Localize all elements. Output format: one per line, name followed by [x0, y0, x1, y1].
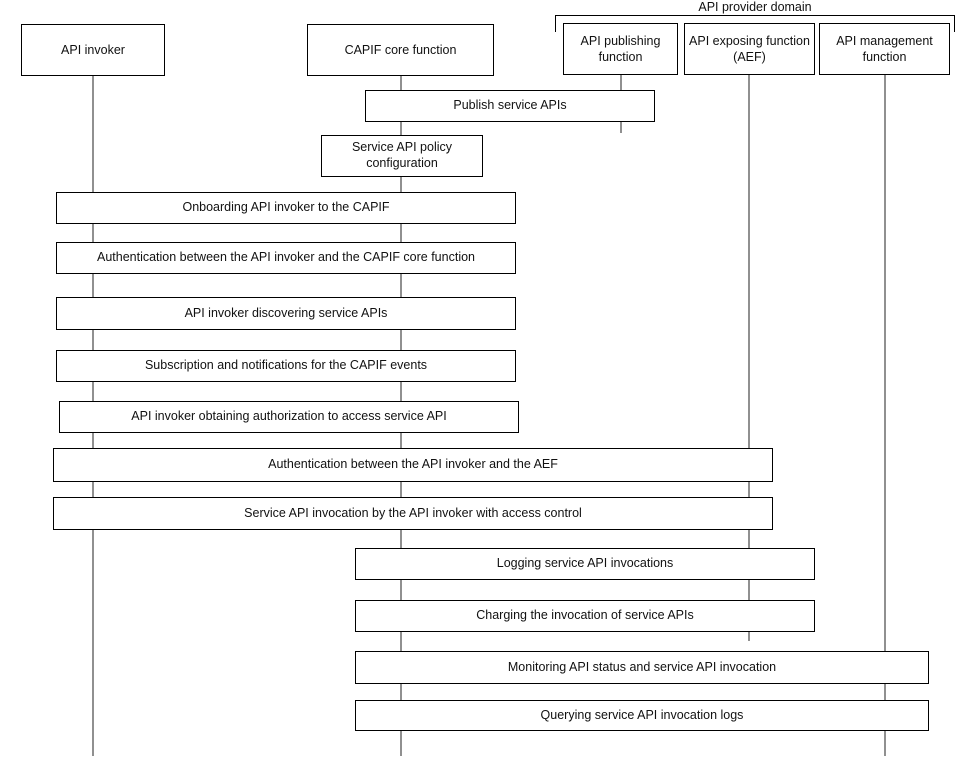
step-querying-invocation-logs: Querying service API invocation logs	[355, 700, 929, 731]
actor-api-exposing-function: API exposing function (AEF)	[684, 23, 815, 75]
step-authentication-invoker-capif: Authentication between the API invoker a…	[56, 242, 516, 274]
actor-api-invoker: API invoker	[21, 24, 165, 76]
api-provider-domain-label: API provider domain	[698, 0, 812, 14]
step-monitoring-api-status: Monitoring API status and service API in…	[355, 651, 929, 684]
step-service-api-invocation-access-control: Service API invocation by the API invoke…	[53, 497, 773, 530]
step-service-api-policy-configuration: Service API policy configuration	[321, 135, 483, 177]
api-provider-domain-bracket	[555, 15, 955, 32]
step-publish-service-apis: Publish service APIs	[365, 90, 655, 122]
step-onboarding-api-invoker: Onboarding API invoker to the CAPIF	[56, 192, 516, 224]
lifeline-api-management-function	[884, 75, 886, 756]
step-subscription-notifications-capif-events: Subscription and notifications for the C…	[56, 350, 516, 382]
lifeline-api-exposing-function	[748, 75, 750, 641]
step-charging-invocation-service-apis: Charging the invocation of service APIs	[355, 600, 815, 632]
actor-api-publishing-function: API publishing function	[563, 23, 678, 75]
step-authentication-invoker-aef: Authentication between the API invoker a…	[53, 448, 773, 482]
actor-capif-core-function: CAPIF core function	[307, 24, 494, 76]
actor-api-management-function: API management function	[819, 23, 950, 75]
step-logging-service-api-invocations: Logging service API invocations	[355, 548, 815, 580]
step-api-invoker-discovering-apis: API invoker discovering service APIs	[56, 297, 516, 330]
step-invoker-obtaining-authorization: API invoker obtaining authorization to a…	[59, 401, 519, 433]
